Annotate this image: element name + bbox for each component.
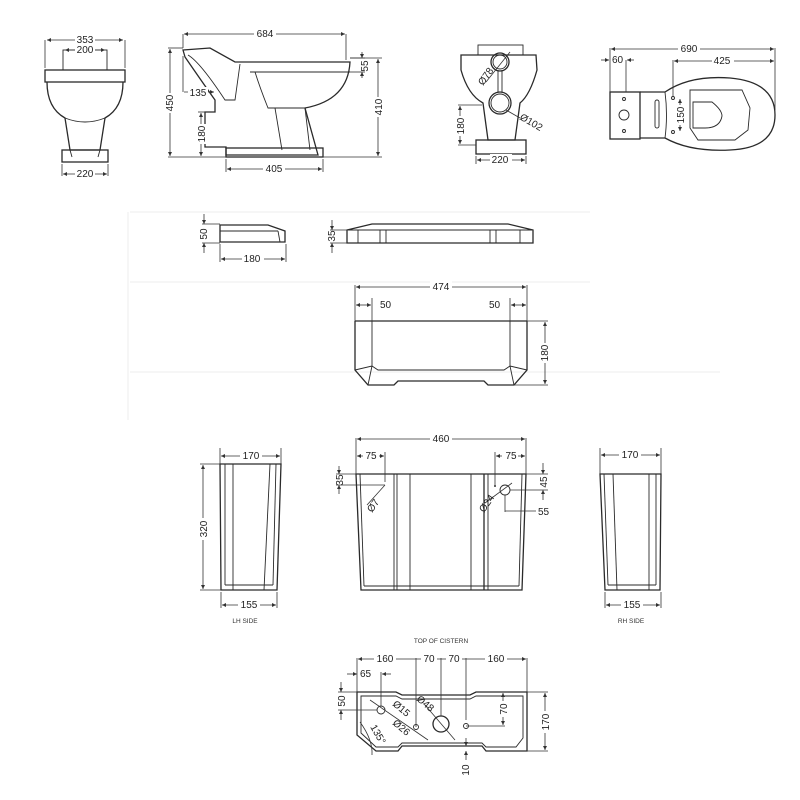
body-left-hole-offset-label: 75 [365,451,377,462]
plan-cistern-offset-label: 60 [612,55,624,66]
pan-front-view: 353 200 220 [44,34,126,180]
body-overall-width-label: 460 [433,434,450,445]
top-of-cistern-caption: TOP OF CISTERN [414,638,469,645]
background-guides [127,211,720,420]
top-front-gap-label: 10 [461,764,472,776]
rear-outlet-height-label: 180 [456,117,467,134]
cistern-lid-side-view: 50 180 [199,214,287,265]
top-depth-label: 170 [541,713,552,730]
lh-height-label: 320 [199,520,210,537]
cistern-body-front-view: 460 75 75 35 Ø7 Ø24 45 55 [335,433,550,591]
body-right-hole-drop-label: 45 [539,476,550,488]
rear-base-width-label: 220 [492,155,509,166]
top-of-cistern-view: TOP OF CISTERN 160 70 70 160 65 50 [337,638,552,776]
lid-front-height-label: 35 [327,230,338,242]
body-left-hole-diameter-label: Ø7 [365,497,382,515]
body-left-hole-drop-label: 35 [335,474,346,486]
lid-side-depth-label: 180 [244,254,261,265]
pan-plan-view: 690 60 425 150 [601,43,776,151]
front-top-width-label: 200 [77,45,94,56]
front-base-width-label: 220 [77,169,94,180]
top-seg-3-label: 70 [448,654,460,665]
lh-side-view: 170 320 155 LH SIDE [197,448,282,625]
side-overall-length-label: 684 [257,29,274,40]
side-base-length-label: 405 [266,164,283,175]
lid-side-height-label: 50 [199,228,210,240]
top-hole-offset-label: 65 [360,669,372,680]
body-right-hole-offset-label: 75 [505,451,517,462]
top-seg-4-label: 160 [488,654,505,665]
side-rear-height-label: 450 [165,94,176,111]
plan-overall-length-label: 690 [681,44,698,55]
top-seg-1-label: 160 [377,654,394,665]
top-hole-depth-label: 50 [337,695,348,707]
side-outlet-setback-label: 135 [190,88,207,99]
cistern-front-top-view: 474 50 50 180 [354,281,551,386]
lh-side-caption: LH SIDE [232,618,258,625]
pan-side-view: 684 55 450 410 135 180 405 [164,28,385,175]
front-overall-width-label: 353 [77,35,94,46]
side-rim-height-label: 55 [360,60,371,72]
rh-base-width-label: 155 [624,600,641,611]
rh-side-view: 170 155 RH SIDE [599,448,662,625]
cistern-left-inset-label: 50 [380,300,392,311]
body-right-hole-inset-label: 55 [538,507,550,518]
side-front-height-label: 410 [374,98,385,115]
rear-outlet-diameter-label: Ø102 [518,112,545,134]
cistern-height-label: 180 [540,344,551,361]
side-outlet-height-label: 180 [197,125,208,142]
lh-top-width-label: 170 [243,451,260,462]
plan-hinge-spacing-label: 150 [676,106,687,123]
rh-top-width-label: 170 [622,450,639,461]
top-small-hole-label: Ø15 [390,699,412,720]
top-right-hole-depth-label: 70 [499,703,510,715]
cistern-lid-front-view: 35 [327,220,534,253]
top-seg-2-label: 70 [423,654,435,665]
lh-base-width-label: 155 [241,600,258,611]
plan-seat-length-label: 425 [714,56,731,67]
top-large-hole-label: Ø48 [414,694,436,715]
pan-rear-view: Ø78 Ø102 180 220 [455,44,545,166]
cistern-top-width-label: 474 [433,282,450,293]
cistern-right-inset-label: 50 [489,300,501,311]
rh-side-caption: RH SIDE [618,618,645,625]
top-medium-hole-label: Ø26 [390,718,412,739]
